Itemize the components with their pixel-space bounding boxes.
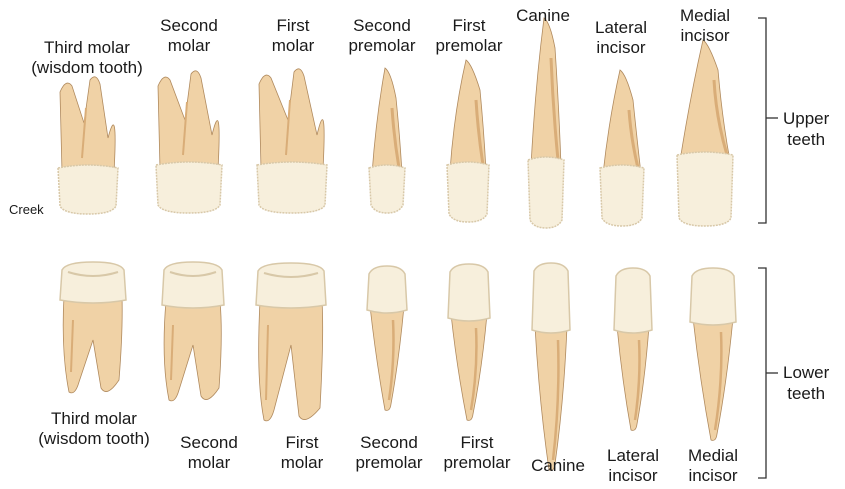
upper-first-premolar-tooth bbox=[447, 60, 489, 222]
upper-third-molar-tooth bbox=[58, 77, 118, 214]
upper-first-molar-tooth bbox=[257, 69, 327, 213]
lower-medial-incisor-tooth bbox=[690, 268, 736, 440]
upper-lateral-incisor-tooth bbox=[600, 70, 644, 226]
creek-annotation: Creek bbox=[9, 202, 44, 218]
lower-first-premolar-tooth bbox=[448, 264, 490, 420]
lower-teeth-bracket bbox=[758, 268, 778, 478]
upper-second-molar-tooth bbox=[156, 71, 222, 213]
upper-label-canine: Canine bbox=[516, 6, 570, 26]
lower-first-molar-tooth bbox=[256, 263, 326, 421]
upper-canine-tooth bbox=[528, 18, 564, 228]
lower-canine-tooth bbox=[532, 263, 570, 470]
lower-second-molar-tooth bbox=[162, 262, 224, 401]
lower-third-molar-tooth bbox=[60, 262, 126, 393]
upper-label-third-molar: Third molar(wisdom tooth) bbox=[31, 38, 142, 78]
upper-second-premolar-tooth bbox=[369, 68, 405, 213]
lower-label-canine: Canine bbox=[531, 456, 585, 476]
upper-medial-incisor-tooth bbox=[677, 40, 733, 226]
upper-teeth-bracket bbox=[758, 18, 778, 223]
lower-second-premolar-tooth bbox=[367, 266, 407, 410]
lower-lateral-incisor-tooth bbox=[614, 268, 652, 430]
lower-label-third-molar: Third molar(wisdom tooth) bbox=[38, 409, 149, 449]
